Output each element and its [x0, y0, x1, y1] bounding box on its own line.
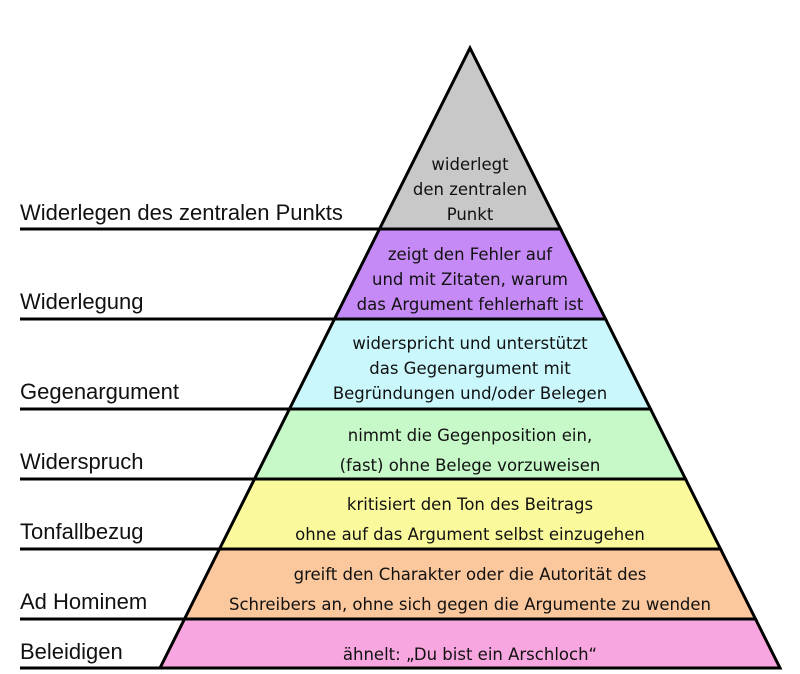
level-5-description-line-1: kritisiert den Ton des Beitrags — [347, 495, 593, 514]
pyramid-level-1-band — [377, 44, 563, 231]
level-1-description-line-1: widerlegt — [431, 155, 509, 174]
level-3-description-line-2: das Gegenargument mit — [369, 359, 571, 378]
level-3-description-line-1: widerspricht und unterstützt — [352, 334, 588, 353]
level-4-description-line-2: (fast) ohne Belege vorzuweisen — [340, 456, 601, 475]
level-7-description-line-1: ähnelt: „Du bist ein Arschloch“ — [343, 645, 597, 664]
level-1-description-line-2: den zentralen — [413, 180, 527, 199]
level-7-label: Beleidigen — [20, 639, 123, 664]
level-1-label: Widerlegen des zentralen Punkts — [20, 200, 343, 225]
level-2-description-line-1: zeigt den Fehler auf — [388, 245, 553, 264]
level-3-description-line-3: Begründungen und/oder Belegen — [333, 384, 607, 403]
level-6-label: Ad Hominem — [20, 589, 147, 614]
level-2-description-line-2: und mit Zitaten, warum — [372, 270, 568, 289]
level-4-description-line-1: nimmt die Gegenposition ein, — [348, 426, 592, 445]
level-5-label: Tonfallbezug — [20, 519, 144, 544]
level-4-label: Widerspruch — [20, 449, 143, 474]
level-2-label: Widerlegung — [20, 289, 144, 314]
level-2-description-line-3: das Argument fehlerhaft ist — [357, 295, 584, 314]
level-3-label: Gegenargument — [20, 379, 179, 404]
level-6-description-line-2: Schreibers an, ohne sich gegen die Argum… — [229, 595, 711, 614]
level-1-description-line-3: Punkt — [447, 205, 494, 224]
level-6-description-line-1: greift den Charakter oder die Autorität … — [294, 565, 647, 584]
level-5-description-line-2: ohne auf das Argument selbst einzugehen — [295, 525, 645, 544]
